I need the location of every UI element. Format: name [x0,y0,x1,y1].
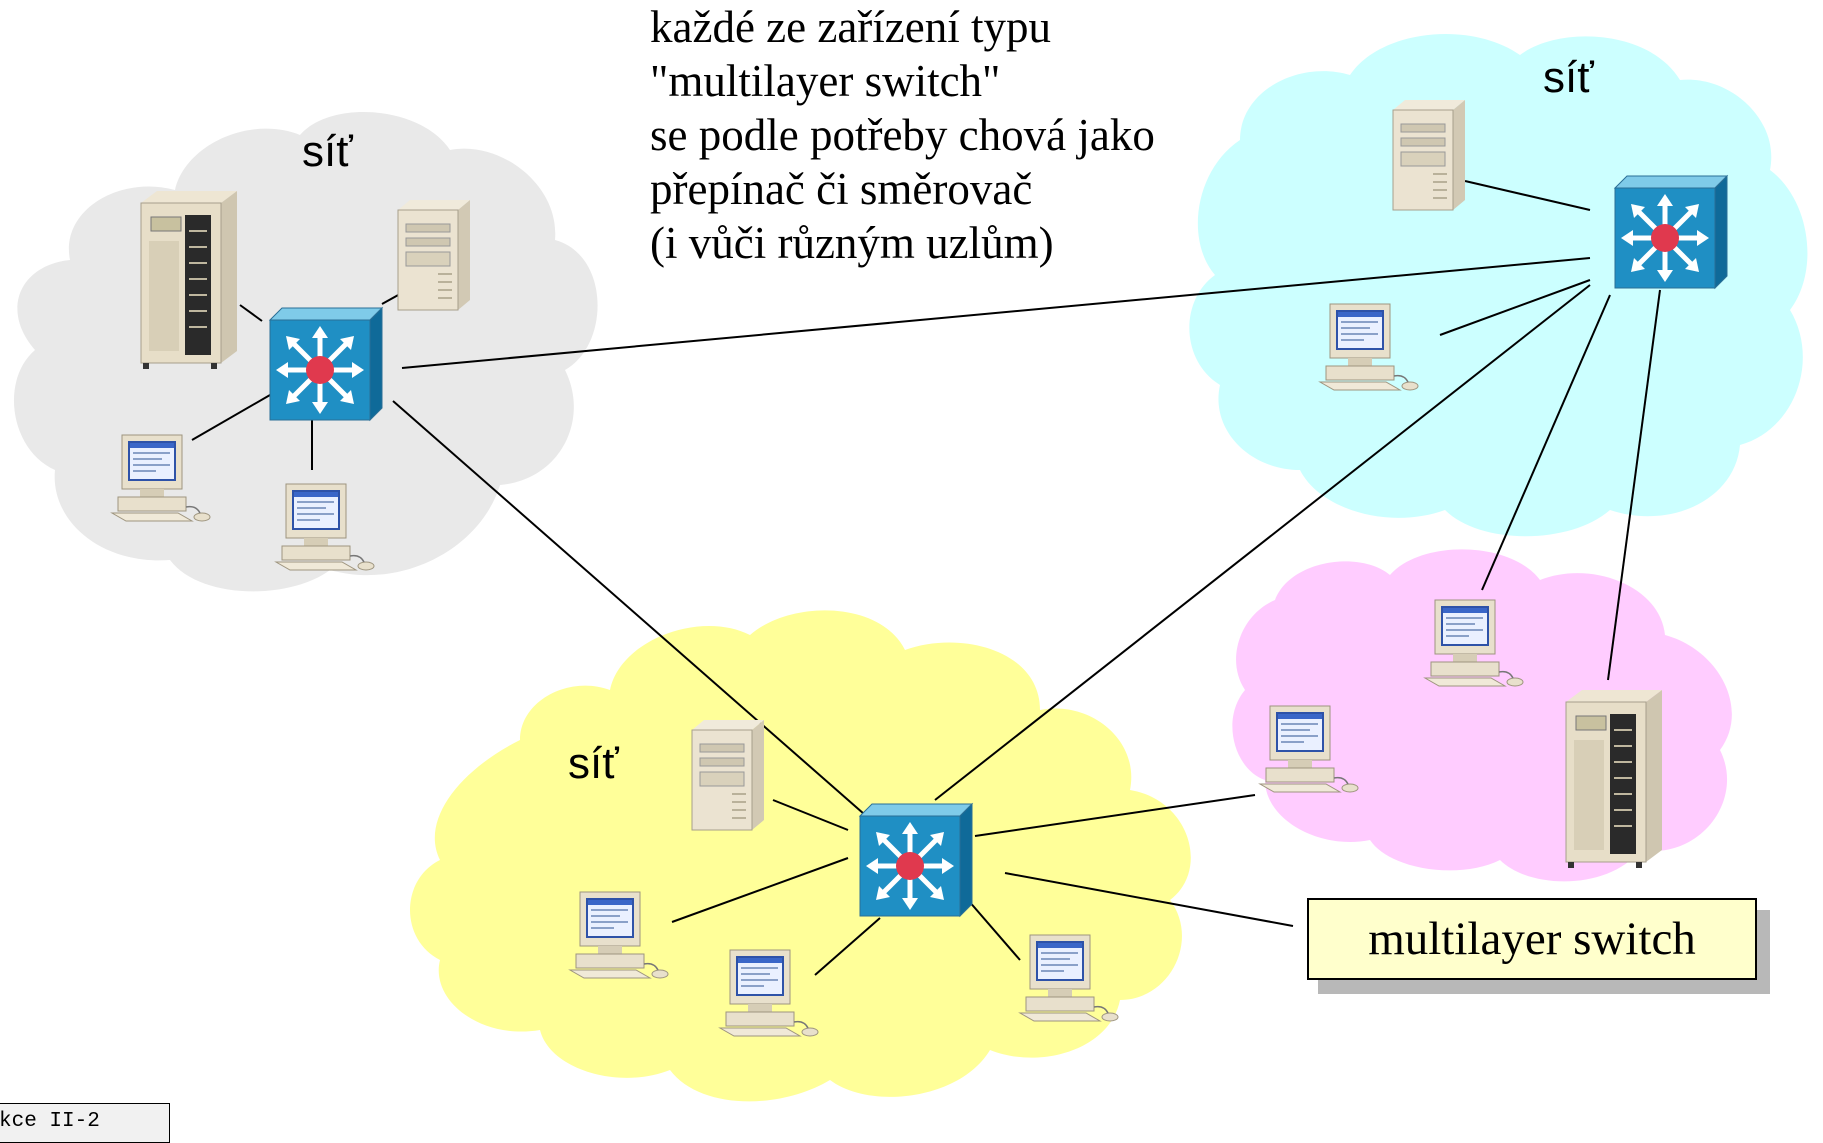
server-icon [691,719,765,831]
link-left-pc1 [191,394,271,441]
link-bottom-right [934,284,1591,801]
footer-tab: kce II-2 [0,1103,170,1143]
link-bottom-pc3 [967,899,1021,961]
caption-line: "multilayer switch" [650,56,1001,106]
caption-line: se podle potřeby chová jako [650,110,1155,160]
link-right-server [1464,180,1591,211]
link-left-server-big [239,304,263,322]
callout-label: multilayer switch [1368,913,1696,965]
network-label-bottom: síť [568,739,619,788]
server-icon [140,190,238,370]
link-bottom-pc2 [814,917,881,976]
multilayer-switch-icon[interactable] [860,804,972,916]
caption-line: každé ze zařízení typu [650,2,1052,52]
cloud-bottom [410,610,1191,1102]
server-icon [1392,99,1466,211]
footer-label: kce II-2 [0,1110,100,1133]
cloud-right [1189,33,1808,537]
link-right-pc-pink1 [1481,294,1611,591]
network-label-right: síť [1543,53,1594,102]
links [191,180,1661,976]
link-bottom-callout [1004,872,1294,927]
link-left-server-small [381,293,401,305]
multilayer-switch-callout: multilayer switch [1307,898,1757,980]
caption-line: přepínač či směrovač [650,164,1033,214]
link-bottom-server [772,799,849,831]
link-bottom-pink-pc [974,794,1256,837]
link-left-bottom [392,400,881,829]
multilayer-switch-icon[interactable] [270,308,382,420]
link-right-pc [1439,279,1591,336]
link-right-server-pink [1607,289,1661,681]
link-bottom-pc1 [671,857,849,923]
server-icon [1565,689,1663,869]
server-icon [397,199,471,311]
caption-line: (i vůči různým uzlům) [650,218,1054,268]
link-left-right [401,257,1591,369]
network-label-left: síť [302,127,353,176]
multilayer-switch-icon[interactable] [1615,176,1727,288]
diagram-caption: každé ze zařízení typu "multilayer switc… [650,0,1155,270]
